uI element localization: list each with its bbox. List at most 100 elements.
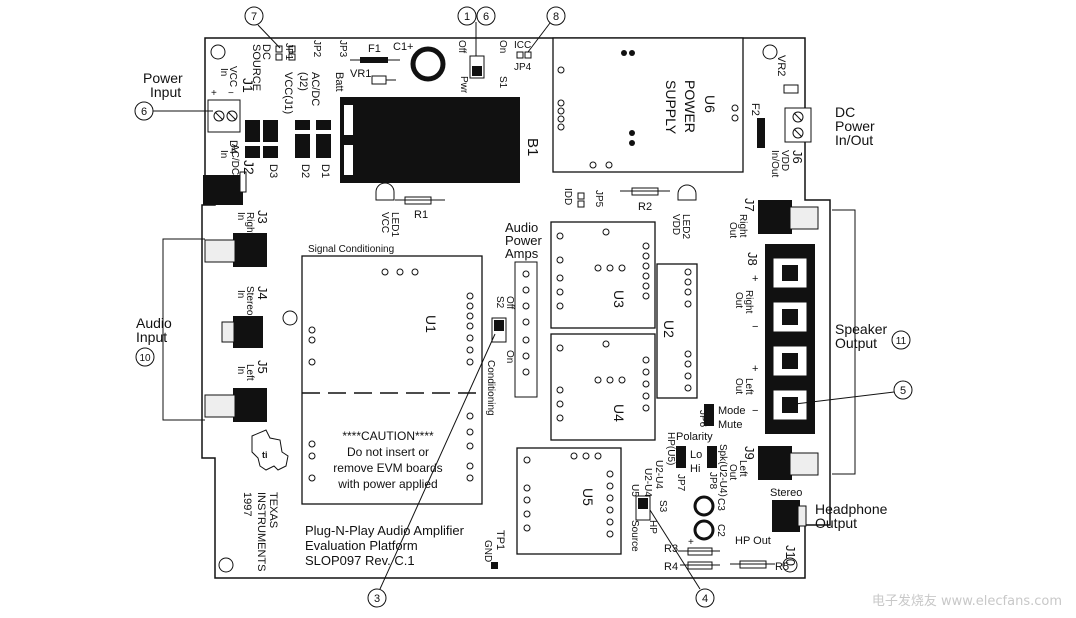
s1-label: S1 xyxy=(497,76,508,89)
j4-sub2: In xyxy=(235,290,246,298)
board-title-line1: Plug-N-Play Audio Amplifier xyxy=(305,523,465,538)
led2-sub: VDD xyxy=(670,214,681,235)
hp-out-label: HP Out xyxy=(735,535,771,547)
jp5-label: JP5 xyxy=(593,190,604,208)
callout-4: 4 xyxy=(702,593,708,605)
d1-diode xyxy=(316,120,331,158)
j7-label: J7 xyxy=(742,198,757,212)
u1-label: U1 xyxy=(423,315,439,333)
audio-power-amps-2: Power xyxy=(505,233,543,248)
amp-socket-left xyxy=(514,261,538,398)
u5-amplifier xyxy=(516,447,622,555)
j6-sub2: In/Out xyxy=(769,150,780,177)
u1-signal-conditioning xyxy=(301,255,483,505)
j9-jack xyxy=(758,446,792,480)
mute-label: Mute xyxy=(718,419,742,431)
u4-amplifier xyxy=(550,333,656,441)
u3-amplifier xyxy=(550,221,656,329)
c2-capacitor xyxy=(693,519,715,541)
polarity-label: Polarity xyxy=(676,431,713,443)
s3-hp-label: HP xyxy=(647,520,658,534)
conditioning-label: Conditioning xyxy=(485,360,496,416)
callout-headphone-2: Output xyxy=(815,515,857,531)
d2-label: D2 xyxy=(299,164,311,178)
u2-u4-label: U2-U4 xyxy=(653,460,664,489)
f2-label: F2 xyxy=(749,103,761,116)
mounting-hole xyxy=(218,557,234,573)
jp4-label: JP4 xyxy=(514,62,532,73)
callout-10: 10 xyxy=(139,353,151,364)
led1 xyxy=(375,182,395,201)
j4-jack xyxy=(233,316,263,348)
callout-1-circle xyxy=(457,6,477,26)
batt-label: Batt xyxy=(333,72,345,92)
caution-line3: remove EVM boards xyxy=(333,461,442,475)
j5-sub1: Left xyxy=(244,364,255,381)
gnd-label: GND xyxy=(482,540,493,562)
board-title-line2: Evaluation Platform xyxy=(305,538,418,553)
mounting-hole xyxy=(282,310,298,326)
j8-minus-1: − xyxy=(752,321,758,333)
j8-right: Right xyxy=(743,290,754,314)
j2-label: J2 xyxy=(241,160,257,175)
jp3-label: JP3 xyxy=(337,40,348,58)
audio-power-amps-3: Amps xyxy=(505,246,539,261)
callout-3-circle xyxy=(367,588,387,608)
callout-dc-power-1: DC xyxy=(835,104,855,120)
audio-power-amps-1: Audio xyxy=(505,220,538,235)
callout-3: 3 xyxy=(374,593,380,605)
callout-6b: 6 xyxy=(483,11,489,23)
j8-label: J8 xyxy=(745,252,760,266)
j7-jack xyxy=(758,200,792,234)
u6-power-supply xyxy=(552,37,744,173)
ac-dc-j2-label-a: AC/DC xyxy=(309,72,321,106)
u2u4-s3-label: U2-U4 xyxy=(642,468,653,497)
j6-label: J6 xyxy=(790,150,805,164)
j8-minus-2: − xyxy=(752,405,758,417)
j2-sub2: In xyxy=(218,150,229,158)
jp4-header xyxy=(516,51,524,59)
caution-line2: Do not insert or xyxy=(347,445,429,459)
b1-battery xyxy=(340,97,520,183)
j4-sub1: Stereo xyxy=(244,286,255,316)
vcc-j1-label: VCC(J1) xyxy=(282,72,294,114)
callout-audio-input-2: Input xyxy=(136,329,167,345)
j2-jack xyxy=(203,175,243,205)
c2-plus: + xyxy=(688,537,694,548)
c3-label: C3 xyxy=(715,498,726,511)
j5-sub2: In xyxy=(235,366,246,374)
j3-sub2: In xyxy=(235,212,246,220)
r3-label: R3 xyxy=(664,543,678,555)
r4-label: R4 xyxy=(664,561,678,573)
j1-minus: − xyxy=(228,88,234,99)
callout-5-circle xyxy=(893,380,913,400)
jp5-header xyxy=(577,192,585,200)
j7-sub1: Right xyxy=(737,214,748,238)
jp6-jumper[interactable] xyxy=(704,404,714,426)
j1-sub2: In xyxy=(218,68,229,76)
j9-label: J9 xyxy=(742,446,757,460)
jp8-label: JP8 xyxy=(707,472,718,490)
j4-label: J4 xyxy=(255,286,270,300)
f2-fuse xyxy=(757,118,765,148)
callout-speaker-output-2: Output xyxy=(835,335,877,351)
u3-label: U3 xyxy=(611,290,627,308)
j9-sub1: Left xyxy=(737,460,748,477)
j3-sub1: Right xyxy=(244,212,255,236)
callout-audio-input-1: Audio xyxy=(136,315,172,331)
callout-8: 8 xyxy=(553,11,559,23)
d2-diode xyxy=(295,120,310,158)
jp7-jumper[interactable] xyxy=(676,446,686,468)
icc-label: ICC xyxy=(514,40,531,51)
mode-label: Mode xyxy=(718,405,746,417)
c3-capacitor xyxy=(693,495,715,517)
callout-8-circle xyxy=(546,6,566,26)
callout-11: 11 xyxy=(896,336,907,347)
signal-conditioning-label: Signal Conditioning xyxy=(308,244,394,255)
jp1-label: JP1 xyxy=(283,43,294,61)
jp8-jumper[interactable] xyxy=(707,446,717,468)
d3-label: D3 xyxy=(267,164,279,178)
j3-jack xyxy=(233,233,267,267)
j8-out2: Out xyxy=(733,378,744,394)
mounting-hole xyxy=(762,44,778,60)
